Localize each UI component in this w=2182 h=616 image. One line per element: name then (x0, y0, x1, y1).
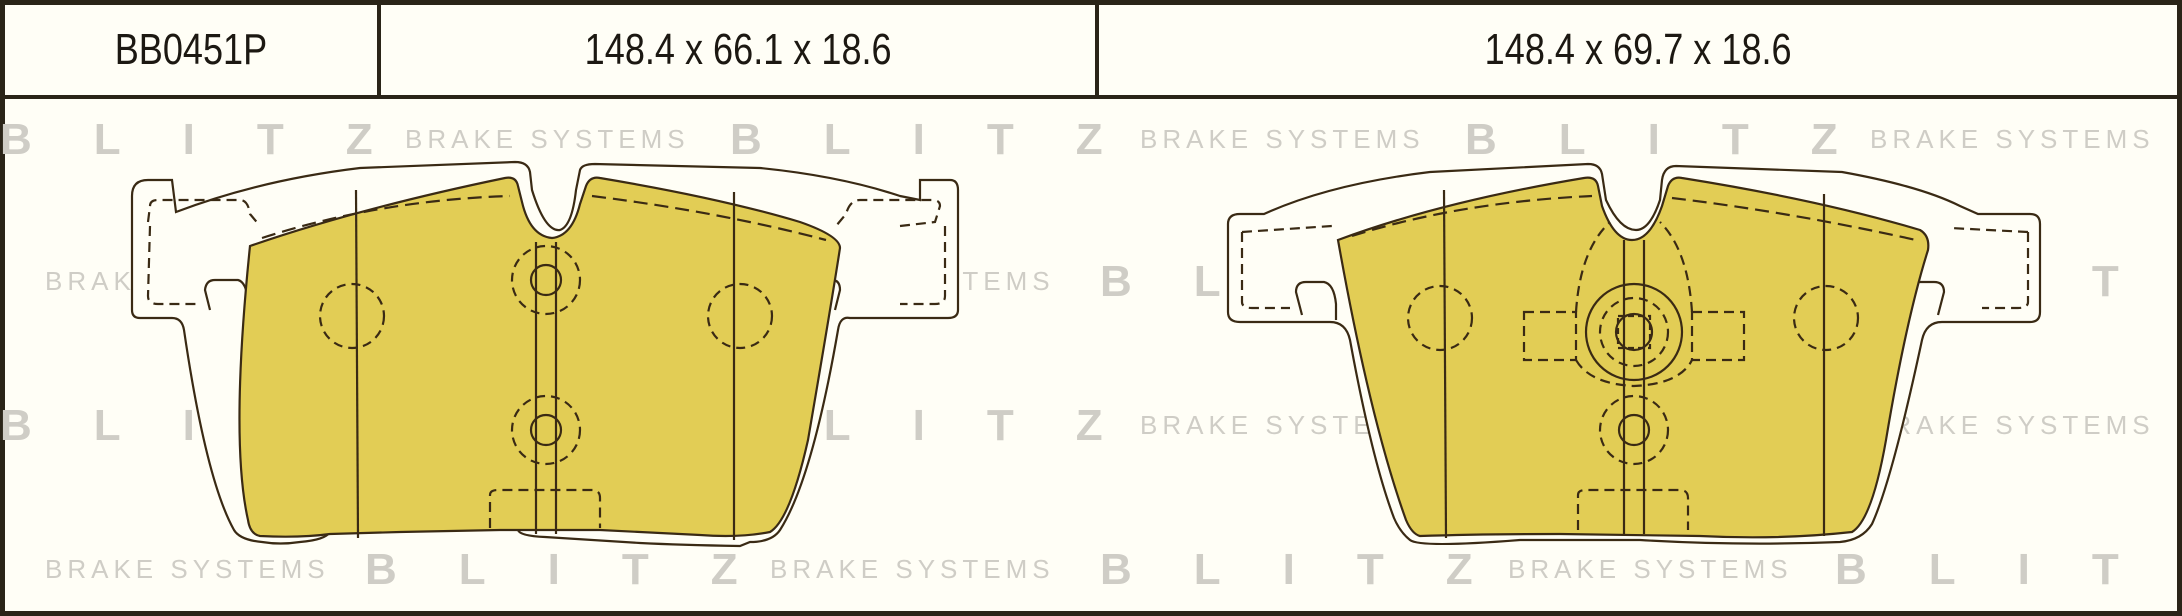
watermark-brand: BLITZ (365, 545, 800, 594)
watermark-tagline: BRAKE SYSTEMS (1140, 124, 1425, 154)
drawing-area: BLITZ BRAKE SYSTEMS BLITZ BRAKE SYSTEMS … (0, 115, 2182, 594)
header-row: BB0451P 148.4 x 66.1 x 18.6 148.4 x 69.7… (5, 5, 2177, 99)
watermark-brand: BLITZ (730, 115, 1165, 164)
dimensions-left: 148.4 x 66.1 x 18.6 (584, 25, 892, 74)
watermark-brand: BLITZ (1835, 545, 2182, 594)
right-brake-pad (1226, 162, 2042, 546)
dims-right-cell: 148.4 x 69.7 x 18.6 (1099, 5, 2177, 95)
dims-left-cell: 148.4 x 66.1 x 18.6 (381, 5, 1099, 95)
watermark-tagline: BRAKE SYSTEMS (770, 554, 1055, 584)
watermark-tagline: BRAKE SYSTEMS (1870, 124, 2155, 154)
dimensions-right: 148.4 x 69.7 x 18.6 (1484, 25, 1792, 74)
watermark-brand: BLITZ (1465, 115, 1900, 164)
friction-material (1336, 176, 1930, 539)
watermark-tagline: BRAKE SYSTEMS (45, 554, 330, 584)
part-number: BB0451P (114, 25, 268, 74)
watermark-brand: BLITZ (1100, 545, 1535, 594)
watermark-brand: BLITZ (0, 115, 435, 164)
watermark-tagline: BRAKE SYSTEMS (1870, 410, 2155, 440)
watermark-tagline: BRAKE SYSTEMS (405, 124, 690, 154)
watermark-tagline: BRAKE SYSTEMS (1508, 554, 1793, 584)
left-brake-pad (130, 160, 960, 548)
part-number-cell: BB0451P (5, 5, 381, 95)
friction-material (238, 176, 842, 538)
